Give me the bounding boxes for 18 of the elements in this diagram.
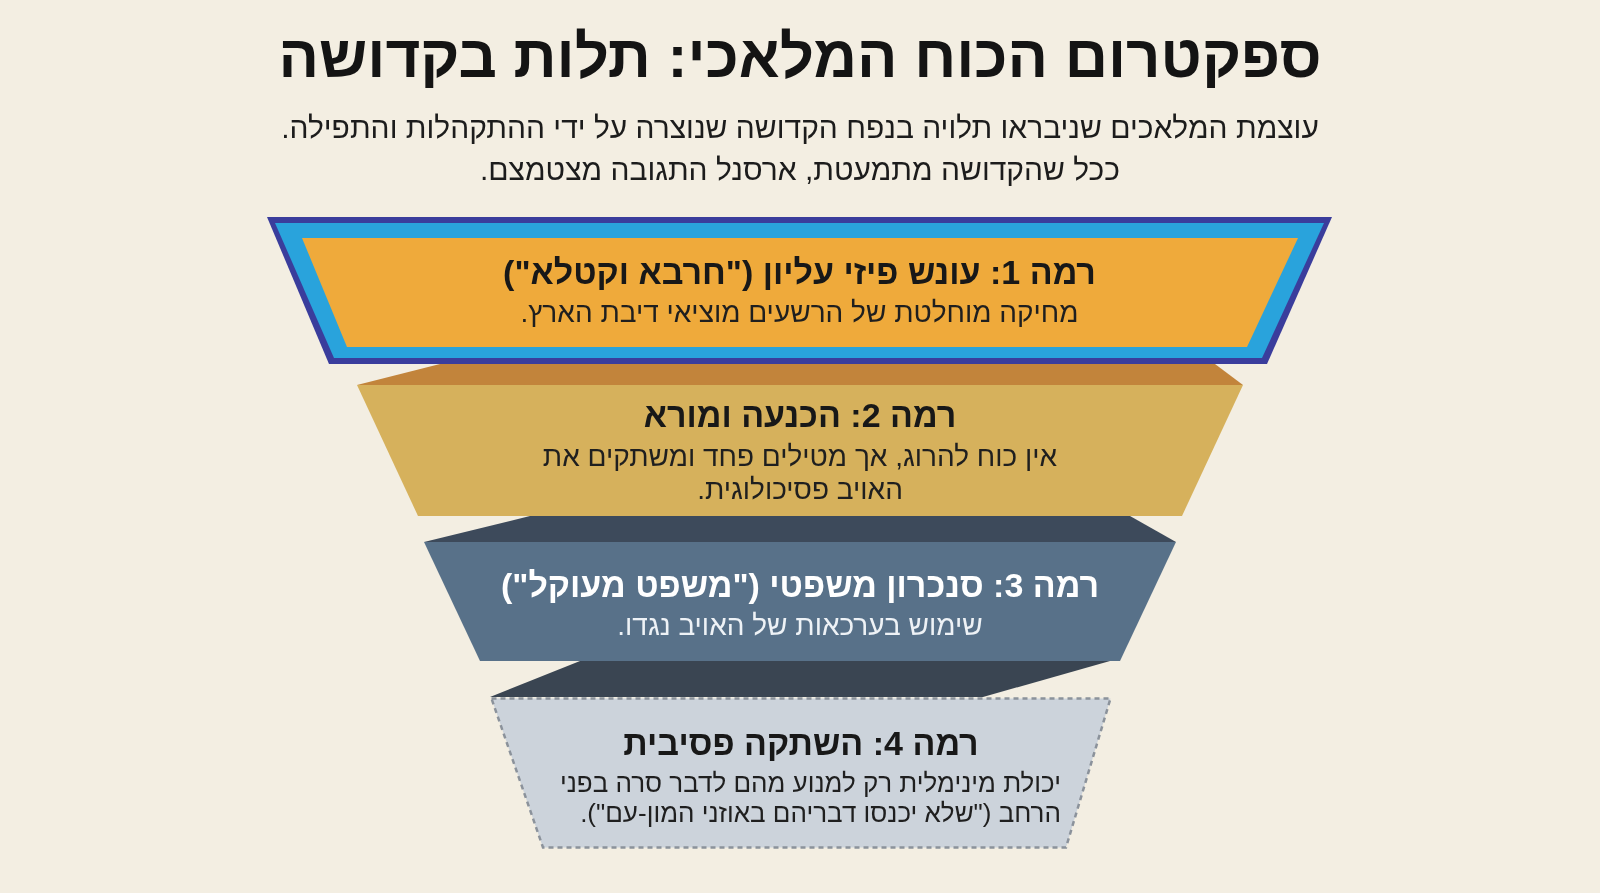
level-description: מחיקה מוחלטת של הרשעים מוציאי דיבת הארץ. bbox=[520, 296, 1079, 330]
ribbon-fold bbox=[357, 364, 1243, 385]
level-description: יכולת מינימלית רק למנוע מהם לדבר סרה בפני הרחב ("שלא יכנסו דבריהם באוזני המון-עם"). bbox=[558, 767, 1061, 830]
funnel-level-band bbox=[490, 697, 1112, 849]
funnel-level-band bbox=[267, 217, 1332, 364]
funnel-level-band bbox=[424, 542, 1176, 661]
level-heading: רמה 4: השתקה פסיבית bbox=[623, 722, 979, 764]
level-description: שימוש בערכאות של האויב נגדו. bbox=[617, 609, 983, 643]
level-heading: רמה 1: עונש פיזי עליון ("חרבא וקטלא") bbox=[503, 251, 1096, 293]
level-heading: רמה 2: הכנעה ומורא bbox=[643, 395, 957, 436]
ribbon-fold bbox=[490, 661, 1110, 697]
funnel-level-band bbox=[357, 385, 1243, 516]
subtitle-text: עוצמת המלאכים שניבראו תלויה בנפח הקדושה שנוצרה על ידי ההתקהלות והתפילה. bbox=[281, 110, 1319, 146]
diagram-title: ספקטרום הכוח המלאכי: תלות בקדושה bbox=[278, 24, 1322, 90]
ribbon-fold bbox=[424, 516, 1176, 542]
level-description: אין כוח להרוג, אך מטילים פחד ומשתקים את האויב פסיכולוגית. bbox=[541, 439, 1059, 506]
subtitle-text: ככל שהקדושה מתמעטת, ארסנל התגובה מצטמצם. bbox=[479, 152, 1121, 188]
level-heading: רמה 3: סנכרון משפטי ("משפט מעוקל") bbox=[500, 564, 1100, 606]
